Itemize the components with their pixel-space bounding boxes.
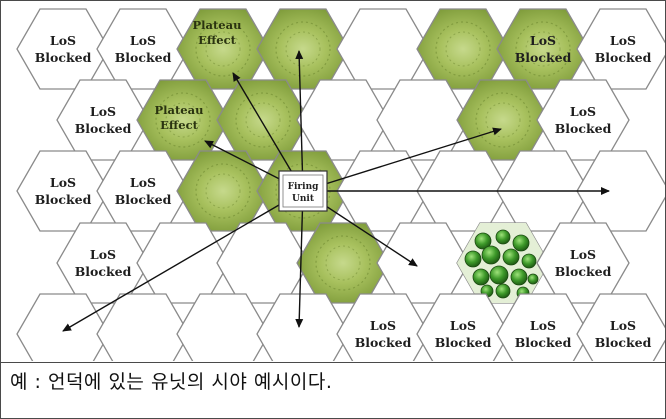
hex-cell: [96, 293, 190, 361]
plateau-effect-line1: Plateau: [155, 103, 204, 117]
los-blocked-line2: Blocked: [595, 335, 652, 350]
tree-icon: [481, 245, 501, 265]
forest-trees: [457, 223, 549, 303]
tree-icon: [527, 273, 539, 285]
hex-cell: [336, 8, 430, 90]
tree-icon: [464, 250, 482, 268]
hill-hex: [296, 222, 390, 304]
firing-unit-line1: Firing: [288, 182, 320, 192]
hill-texture: [195, 163, 251, 219]
hill-hex: [456, 79, 550, 161]
los-blocked-line2: Blocked: [75, 264, 132, 279]
los-blocked-line1: LoS: [90, 104, 116, 119]
los-arrow: [295, 50, 304, 192]
hex-cell: [376, 79, 470, 161]
los-blocked-line2: Blocked: [355, 335, 412, 350]
hill-texture: [435, 21, 491, 77]
los-blocked-line1: LoS: [530, 33, 556, 48]
los-blocked-line2: Blocked: [555, 121, 612, 136]
hill-texture: [515, 21, 571, 77]
caption-text: 예 : 언덕에 있는 유닛의 시야 예시이다.: [1, 362, 665, 418]
hex-cell: [136, 222, 230, 304]
firing-unit-line2: Unit: [292, 194, 315, 204]
los-blocked-line2: Blocked: [35, 50, 92, 65]
los-blocked-line2: Blocked: [75, 121, 132, 136]
hill-texture: [155, 92, 211, 148]
hex-cell: [536, 222, 630, 304]
hex-cell: [576, 293, 665, 361]
los-blocked-line1: LoS: [370, 318, 396, 333]
hex-cell: [216, 222, 310, 304]
hex-cell: [16, 8, 110, 90]
los-blocked-line2: Blocked: [115, 192, 172, 207]
tree-icon: [472, 268, 490, 286]
hill-texture: [315, 235, 371, 291]
hill-hex: [216, 79, 310, 161]
los-blocked-line2: Blocked: [515, 335, 572, 350]
hex-cell: [96, 8, 190, 90]
hex-cell: [496, 293, 590, 361]
tree-icon: [502, 248, 520, 266]
hex-cell: [576, 8, 665, 90]
tree-icon: [521, 253, 537, 269]
los-blocked-line1: LoS: [570, 247, 596, 262]
los-blocked-line1: LoS: [610, 33, 636, 48]
los-arrow: [295, 190, 304, 328]
los-blocked-line2: Blocked: [595, 50, 652, 65]
hex-cell: [336, 293, 430, 361]
los-blocked-line2: Blocked: [35, 192, 92, 207]
hill-texture: [235, 92, 291, 148]
hill-hex: [496, 8, 590, 90]
hill-texture: [475, 92, 531, 148]
los-blocked-line1: LoS: [530, 318, 556, 333]
hex-cell: [536, 79, 630, 161]
los-arrow: [302, 127, 502, 192]
los-blocked-line2: Blocked: [435, 335, 492, 350]
hill-hex: [256, 8, 350, 90]
hex-cell: [416, 293, 510, 361]
hill-texture: [195, 21, 251, 77]
hex-cell: [296, 79, 390, 161]
plateau-effect-line2: Effect: [160, 118, 199, 132]
hex-cell: [376, 222, 470, 304]
plateau-effect-line1: Plateau: [193, 18, 242, 32]
hill-hex: [416, 8, 510, 90]
plateau-effect-line2: Effect: [198, 33, 237, 47]
los-blocked-line2: Blocked: [515, 50, 572, 65]
los-blocked-line1: LoS: [50, 33, 76, 48]
hex-cell: [96, 150, 190, 232]
hill-texture: [275, 21, 331, 77]
los-blocked-line1: LoS: [90, 247, 116, 262]
los-blocked-line1: LoS: [130, 175, 156, 190]
los-blocked-line1: LoS: [50, 175, 76, 190]
hex-cell: [16, 150, 110, 232]
hex-cell: [176, 293, 270, 361]
hex-cell: [56, 222, 150, 304]
los-blocked-line2: Blocked: [115, 50, 172, 65]
tree-icon: [510, 268, 528, 286]
los-blocked-line1: LoS: [610, 318, 636, 333]
firing-unit-counter: [278, 170, 328, 212]
tree-icon: [474, 232, 492, 250]
tree-icon: [495, 229, 511, 245]
tree-icon: [512, 234, 530, 252]
los-arrow: [62, 190, 304, 332]
tree-icon: [495, 283, 511, 299]
los-blocked-line2: Blocked: [555, 264, 612, 279]
hex-cell: [16, 293, 110, 361]
tree-icon: [489, 265, 509, 285]
hex-cell: [256, 293, 350, 361]
los-blocked-line1: LoS: [130, 33, 156, 48]
hex-cell: [56, 79, 150, 161]
los-blocked-line1: LoS: [450, 318, 476, 333]
los-blocked-line1: LoS: [570, 104, 596, 119]
